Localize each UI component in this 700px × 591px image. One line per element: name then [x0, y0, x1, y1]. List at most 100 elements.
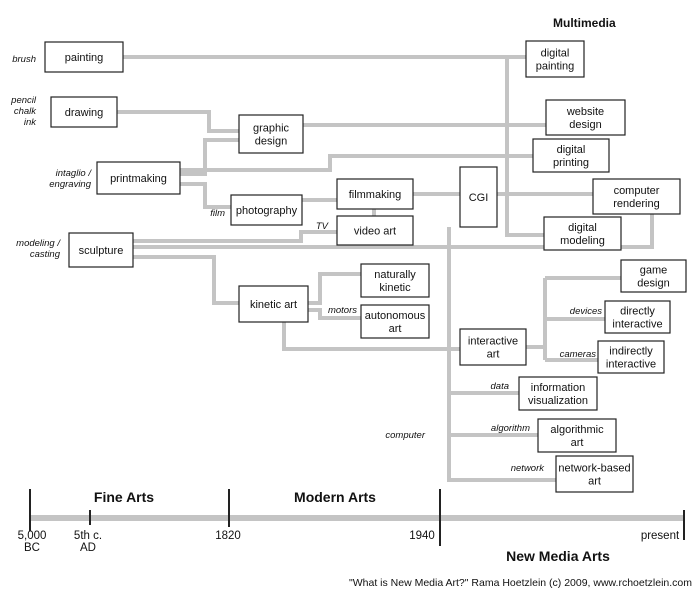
tick-label: 1940: [409, 530, 435, 542]
connector-line: [133, 214, 654, 249]
label-modeling: modeling /casting: [16, 238, 61, 260]
node-label: directly: [620, 306, 655, 318]
node-box: [336, 215, 414, 246]
node-video-art: video art: [336, 215, 414, 246]
node-box: [537, 418, 617, 453]
node-box: [532, 138, 610, 173]
tick-label: 5,000: [18, 530, 47, 542]
node-label: design: [569, 119, 601, 131]
annotation-text: computer: [385, 430, 425, 441]
connector-line: [282, 322, 460, 351]
node-label: game: [640, 265, 668, 277]
node-label: digital: [541, 48, 570, 60]
node-box: [604, 300, 671, 334]
node-label: information: [531, 382, 585, 394]
label-computer: computer: [385, 430, 425, 441]
node-label: painting: [536, 61, 575, 73]
connector-line: [505, 57, 544, 237]
node-label: drawing: [65, 107, 104, 119]
node-label: printmaking: [110, 173, 167, 185]
node-label: visualization: [528, 395, 588, 407]
node-box: [50, 96, 118, 128]
node-box: [620, 259, 687, 293]
tick-label: 5th c.: [74, 530, 102, 542]
node-label: interactive: [468, 336, 518, 348]
node-label: printing: [553, 157, 589, 169]
annotation-text: cameras: [560, 349, 597, 360]
tick-label: BC: [24, 542, 40, 554]
node-box: [518, 376, 598, 411]
annotation-text: engraving: [49, 179, 91, 190]
node-label: art: [389, 323, 402, 335]
node-box: [555, 455, 634, 493]
annotation-text: motors: [328, 305, 357, 316]
node-box: [459, 166, 498, 228]
art-form-boxes: painting drawing printmaking sculpture graph…: [44, 40, 687, 493]
node-label: art: [571, 437, 584, 449]
label-intaglio: intaglio /engraving: [49, 168, 92, 190]
node-label: CGI: [469, 192, 489, 204]
label-devices: devices: [570, 306, 602, 317]
annotation-text: network: [511, 463, 546, 474]
node-label: algorithmic: [550, 424, 604, 436]
connector-line: [180, 138, 239, 176]
label-data: data: [491, 381, 510, 392]
node-label: filmmaking: [349, 189, 402, 201]
node-printmaking: printmaking: [96, 161, 181, 195]
label-brush: brush: [12, 54, 36, 65]
annotation-text: algorithm: [491, 423, 530, 434]
node-box: [360, 263, 430, 298]
node-label: rendering: [613, 198, 659, 210]
node-label: digital: [568, 222, 597, 234]
multimedia-title: Multimedia: [553, 16, 616, 30]
connector-line: [447, 227, 556, 482]
node-label: art: [487, 349, 500, 361]
node-label: interactive: [612, 319, 662, 331]
node-box: [238, 114, 304, 154]
node-label: graphic: [253, 123, 290, 135]
node-label: photography: [236, 205, 298, 217]
node-label: design: [637, 278, 669, 290]
tick-label: present: [641, 530, 680, 542]
node-label: video art: [354, 226, 396, 238]
node-box: [592, 178, 681, 215]
era-fine: Fine Arts: [94, 489, 154, 505]
node-label: sculpture: [79, 245, 124, 257]
node-label: computer: [614, 185, 660, 197]
node-box: [597, 340, 665, 374]
credit-line: "What is New Media Art?" Rama Hoetzlein …: [349, 577, 692, 589]
node-label: modeling: [560, 235, 605, 247]
node-label: kinetic art: [250, 299, 297, 311]
node-box: [545, 99, 626, 136]
node-box: [360, 304, 430, 339]
annotation-text: modeling /: [16, 238, 61, 249]
node-label: website: [566, 106, 604, 118]
label-film: film: [210, 208, 225, 219]
label-network: network: [511, 463, 546, 474]
node-box: [68, 232, 134, 268]
annotation-text: chalk: [14, 106, 37, 117]
node-box: [230, 194, 303, 226]
node-label: indirectly: [609, 346, 653, 358]
annotation-text: casting: [30, 249, 61, 260]
connector-line: [133, 230, 337, 243]
node-box: [238, 285, 309, 323]
connector-lines: [117, 55, 654, 482]
annotation-text: ink: [24, 117, 37, 128]
node-box: [459, 328, 527, 366]
annotation-text: brush: [12, 54, 36, 65]
